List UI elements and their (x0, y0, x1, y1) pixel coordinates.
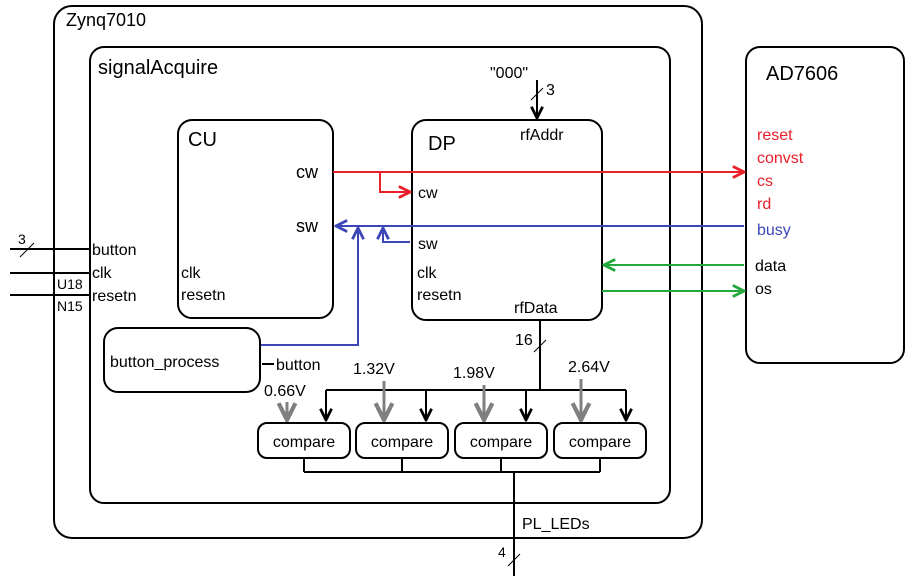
clk-pin-label: U18 (57, 276, 83, 292)
cu-title: CU (188, 129, 217, 151)
rfdata-bus-slash (533, 339, 547, 353)
button-input-width: 3 (18, 231, 26, 247)
threshold-label-2: 1.32V (353, 361, 395, 378)
rfaddr-width: 3 (546, 82, 555, 99)
threshold-label-3: 1.98V (453, 365, 495, 382)
ad7606-block (745, 46, 905, 364)
ad7606-title: AD7606 (766, 63, 838, 85)
button-input-label: button (92, 242, 136, 259)
clk-input-label: clk (92, 265, 113, 282)
dp-sw-to-bus-wire (383, 228, 410, 243)
cu-clk-port: clk (181, 265, 202, 282)
rfaddr-value: "000" (490, 65, 528, 82)
led-label: PL_LEDs (522, 516, 590, 533)
rfaddr-bus-slash (530, 87, 544, 101)
compare-label-2: compare (371, 434, 433, 451)
ad7606-rd-pin: rd (757, 196, 771, 213)
dp-title: DP (428, 133, 456, 155)
dp-rfdata-port: rfData (514, 300, 558, 317)
ad7606-cs-pin: cs (757, 173, 773, 190)
resetn-pin-label: N15 (57, 298, 83, 314)
compare-label-1: compare (273, 434, 335, 451)
ad7606-convst-pin: convst (757, 150, 804, 167)
dp-resetn-port: resetn (417, 287, 461, 304)
dp-rfaddr-port: rfAddr (520, 127, 564, 144)
button-process-block (103, 327, 261, 393)
dp-block (411, 119, 603, 321)
cu-sw-port: sw (296, 216, 319, 236)
resetn-input-label: resetn (92, 288, 136, 305)
cu-resetn-port: resetn (181, 287, 225, 304)
led-width: 4 (498, 544, 506, 560)
dp-cw-port: cw (418, 185, 438, 202)
ad7606-reset-pin: reset (757, 127, 793, 144)
compare-label-4: compare (569, 434, 631, 451)
cu-block (177, 119, 334, 319)
compare-label-3: compare (470, 434, 532, 451)
threshold-label-4: 2.64V (568, 359, 610, 376)
ad7606-busy-pin: busy (757, 222, 791, 239)
zynq-title: Zynq7010 (66, 10, 146, 30)
threshold-label-1: 0.66V (264, 383, 306, 400)
button-bus-slash (19, 242, 35, 258)
cw-to-dp-wire (379, 172, 410, 192)
signal-acquire-title: signalAcquire (98, 57, 218, 79)
button-process-to-bus-wire (260, 228, 358, 346)
ad7606-os-pin: os (755, 281, 772, 298)
dp-clk-port: clk (417, 265, 438, 282)
ad7606-data-pin: data (755, 258, 786, 275)
rfdata-width: 16 (515, 332, 533, 349)
cu-cw-port: cw (296, 162, 319, 182)
led-bus-slash (507, 553, 521, 567)
button-process-title: button_process (110, 354, 219, 371)
button-process-port: button (276, 357, 320, 374)
dp-sw-port: sw (418, 236, 438, 253)
